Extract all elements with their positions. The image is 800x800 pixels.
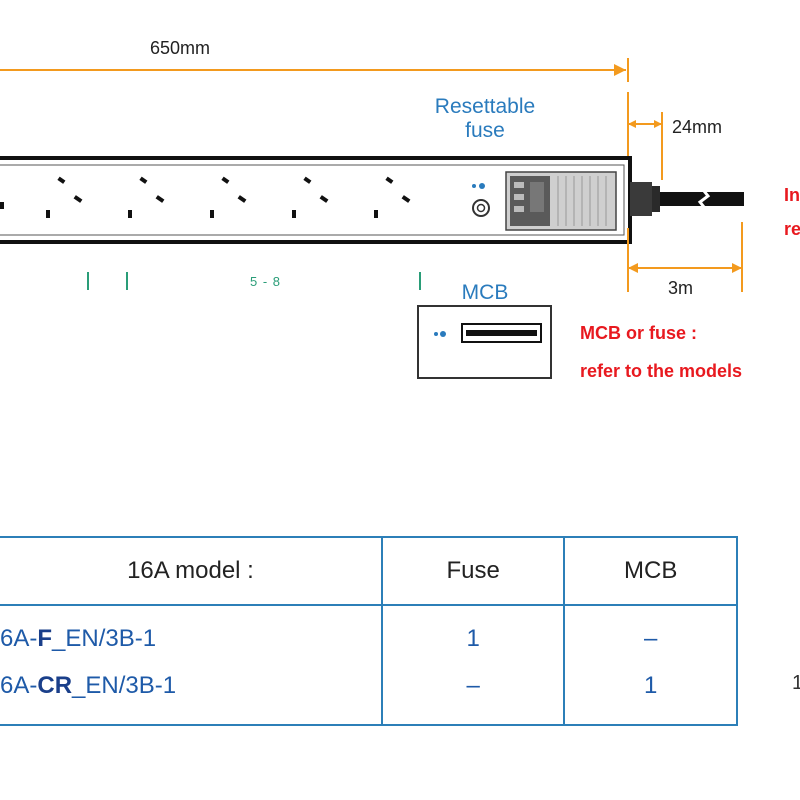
fuse-count: – <box>380 672 566 726</box>
table-row: 6A-F_EN/3B-1 1 – <box>0 604 738 672</box>
socket-group-marks <box>87 272 421 290</box>
mcb-or-fuse-note-line2: refer to the models <box>580 361 743 381</box>
plug-offset-dimension <box>628 112 663 180</box>
right-note: In re <box>784 178 800 246</box>
table-row: 6A-CR_EN/3B-1 – 1 <box>0 672 738 726</box>
mcb-or-fuse-note: MCB or fuse : refer to the models <box>580 314 742 390</box>
mcb-illustration <box>417 305 552 379</box>
power-cable <box>630 182 744 216</box>
model-code-prefix: 6A- <box>0 672 38 699</box>
plug-offset-label: 24mm <box>672 117 723 137</box>
model-code-suffix: _EN/3B-1 <box>72 672 177 699</box>
model-code-suffix: _EN/3B-1 <box>52 625 157 652</box>
mcb-label: MCB <box>461 281 509 304</box>
header-mcb: MCB <box>563 536 738 606</box>
resettable-fuse-label-line2: fuse <box>465 119 505 142</box>
side-table-fragment: 1 <box>792 672 800 694</box>
mcb-or-fuse-note-line1: MCB or fuse : <box>580 323 697 343</box>
fuse-count: 1 <box>380 604 566 672</box>
header-model: 16A model : <box>0 536 383 606</box>
resettable-fuse-label-line1: Resettable <box>434 95 536 118</box>
cable-length-label: 3m <box>668 278 694 298</box>
socket-outlet <box>0 202 4 209</box>
socket-outlet <box>374 176 411 218</box>
power-inlet-module <box>505 171 617 231</box>
resettable-fuse-icon <box>472 183 490 217</box>
model-table: 16A model : Fuse MCB 6A-F_EN/3B-1 1 – 6A… <box>0 536 738 726</box>
cable-length-dimension <box>627 222 743 292</box>
mcb-count: – <box>563 604 738 672</box>
model-code-bold: F <box>37 625 53 652</box>
model-code: 6A-CR_EN/3B-1 <box>0 672 383 726</box>
length-dimension-label: 650mm <box>150 38 211 58</box>
table-header-row: 16A model : Fuse MCB <box>0 536 738 606</box>
socket-outlets <box>0 176 411 218</box>
model-code-bold: CR <box>37 672 73 699</box>
model-code-prefix: 6A- <box>0 625 38 652</box>
socket-outlet <box>46 176 83 218</box>
socket-outlet <box>292 176 329 218</box>
header-fuse: Fuse <box>380 536 566 606</box>
mcb-count: 1 <box>563 672 738 726</box>
socket-group-label: 5 - 8 <box>250 274 282 289</box>
right-note-line1: In <box>784 185 800 205</box>
model-code: 6A-F_EN/3B-1 <box>0 604 383 672</box>
socket-outlet <box>128 176 165 218</box>
resettable-fuse-label: Resettable fuse <box>410 95 560 143</box>
length-dimension-line <box>0 58 629 160</box>
right-note-line2: re <box>784 219 800 239</box>
socket-outlet <box>210 176 247 218</box>
